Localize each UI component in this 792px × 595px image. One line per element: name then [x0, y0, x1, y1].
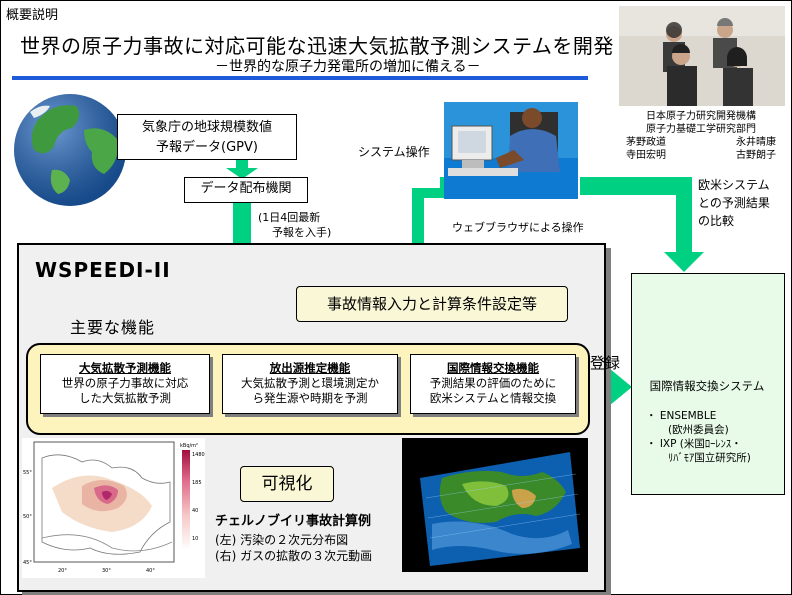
- org-name: 日本原子力研究開発機構: [646, 111, 756, 122]
- scale-label: 185: [192, 480, 202, 486]
- slide-subtitle: －世界的な原子力発電所の増加に備える－: [215, 59, 481, 75]
- gpv-line2: 予報データ(GPV): [156, 140, 258, 155]
- international-system-panel: [631, 273, 785, 495]
- comparison-label: 欧米システム との予測結果 の比較: [698, 176, 770, 230]
- info-exchange-box: 国際情報交換機能 予測結果の評価のために 欧米システムと情報交換: [410, 354, 576, 414]
- update-note-line1: (1日4回最新: [258, 211, 321, 224]
- system-operation-label: システム操作: [358, 145, 430, 159]
- function-text: した大気拡散予測: [79, 391, 171, 405]
- update-note-line2: 予報を入手): [272, 226, 332, 239]
- function-heading: 放出源推定機能: [269, 361, 351, 375]
- list-item-detail: ﾘﾊﾞﾓｱ国立研究所): [668, 452, 751, 464]
- staff-name: 古野朗子: [736, 150, 776, 161]
- gpv-line1: 気象庁の地球規模数値: [141, 120, 272, 135]
- list-item-detail: (欧州委員会): [668, 424, 729, 436]
- dept-name: 原子力基礎工学研究部門: [646, 124, 756, 135]
- international-system-title: 国際情報交換システム: [649, 379, 765, 393]
- accident-input-box: 事故情報入力と計算条件設定等: [296, 286, 568, 322]
- lon-tick: 40°: [146, 568, 155, 574]
- lon-tick: 20°: [58, 568, 67, 574]
- dispersion-3d-image: [402, 438, 588, 572]
- function-heading: 国際情報交換機能: [447, 361, 539, 375]
- function-text: 欧米システムと情報交換: [429, 391, 557, 405]
- function-text: 大気拡散予測と環境測定か: [241, 376, 379, 390]
- function-text: 世界の原子力事故に対応: [61, 376, 189, 390]
- overview-label: 概要説明: [6, 8, 59, 23]
- scale-label: 40: [192, 508, 198, 514]
- staff-credits: 日本原子力研究開発機構 原子力基礎工学研究部門 茅野政道 永井晴康 寺田宏明 古野朗…: [612, 110, 790, 162]
- team-photo: [619, 6, 785, 106]
- list-item: ・ IXP (米国ﾛｰﾚﾝｽ・: [646, 438, 742, 450]
- update-note: (1日4回最新 予報を入手): [258, 210, 331, 240]
- scale-label: 1480: [192, 452, 205, 458]
- contamination-map-2d: kBq/m² 1480 185 40 10 55° 50° 45° 20° 30…: [22, 438, 205, 578]
- globe-icon: [14, 94, 126, 206]
- wspeedi-title: WSPEEDI-II: [35, 258, 171, 282]
- staff-name: 寺田宏明: [626, 150, 666, 161]
- web-operation-label: ウェブブラウザによる操作: [452, 221, 584, 234]
- scale-label: 10: [192, 536, 198, 542]
- comparison-line2: との予測結果: [698, 196, 770, 210]
- list-item: ・ ENSEMBLE: [646, 410, 717, 422]
- map-unit: kBq/m²: [180, 443, 198, 449]
- distribution-agency-box: データ配布機関: [184, 177, 308, 203]
- chernobyl-title: チェルノブイリ事故計算例: [215, 514, 372, 529]
- lat-tick: 45°: [23, 560, 32, 566]
- chernobyl-caption: チェルノブイリ事故計算例 (左) 汚染の２次元分布図 (右) ガスの拡散の３次元…: [215, 514, 372, 564]
- arrow-operation-to-intl: [580, 177, 704, 272]
- gpv-source-box: 気象庁の地球規模数値 予報データ(GPV): [117, 114, 297, 160]
- arrow-gpv-to-distribution: [226, 160, 258, 179]
- operator-computer-illustration: [444, 102, 578, 199]
- dispersion-prediction-box: 大気拡散予測機能 世界の原子力事故に対応 した大気拡散予測: [40, 354, 210, 414]
- lat-tick: 55°: [23, 470, 32, 476]
- main-functions-label: 主要な機能: [70, 318, 156, 337]
- staff-name: 茅野政道: [626, 137, 666, 148]
- comparison-line3: の比較: [698, 214, 735, 228]
- chernobyl-right: (右) ガスの拡散の３次元動画: [215, 549, 373, 563]
- international-system-list: ・ ENSEMBLE (欧州委員会) ・ IXP (米国ﾛｰﾚﾝｽ・ ﾘﾊﾞﾓｱ…: [646, 409, 751, 465]
- staff-name: 永井晴康: [736, 137, 776, 148]
- chernobyl-left: (左) 汚染の２次元分布図: [215, 533, 349, 547]
- source-estimation-box: 放出源推定機能 大気拡散予測と環境測定か ら発生源や時期を予測: [222, 354, 398, 414]
- visualization-box: 可視化: [240, 466, 334, 502]
- comparison-line1: 欧米システム: [698, 178, 770, 192]
- function-text: 予測結果の評価のために: [429, 376, 557, 390]
- title-underline: [12, 76, 588, 80]
- slide-title: 世界の原子力事故に対応可能な迅速大気拡散予測システムを開発: [20, 34, 614, 58]
- lon-tick: 30°: [102, 568, 111, 574]
- register-label: 登録: [590, 354, 621, 372]
- function-heading: 大気拡散予測機能: [79, 361, 171, 375]
- function-text: ら発生源や時期を予測: [252, 391, 368, 405]
- lat-tick: 50°: [23, 514, 32, 520]
